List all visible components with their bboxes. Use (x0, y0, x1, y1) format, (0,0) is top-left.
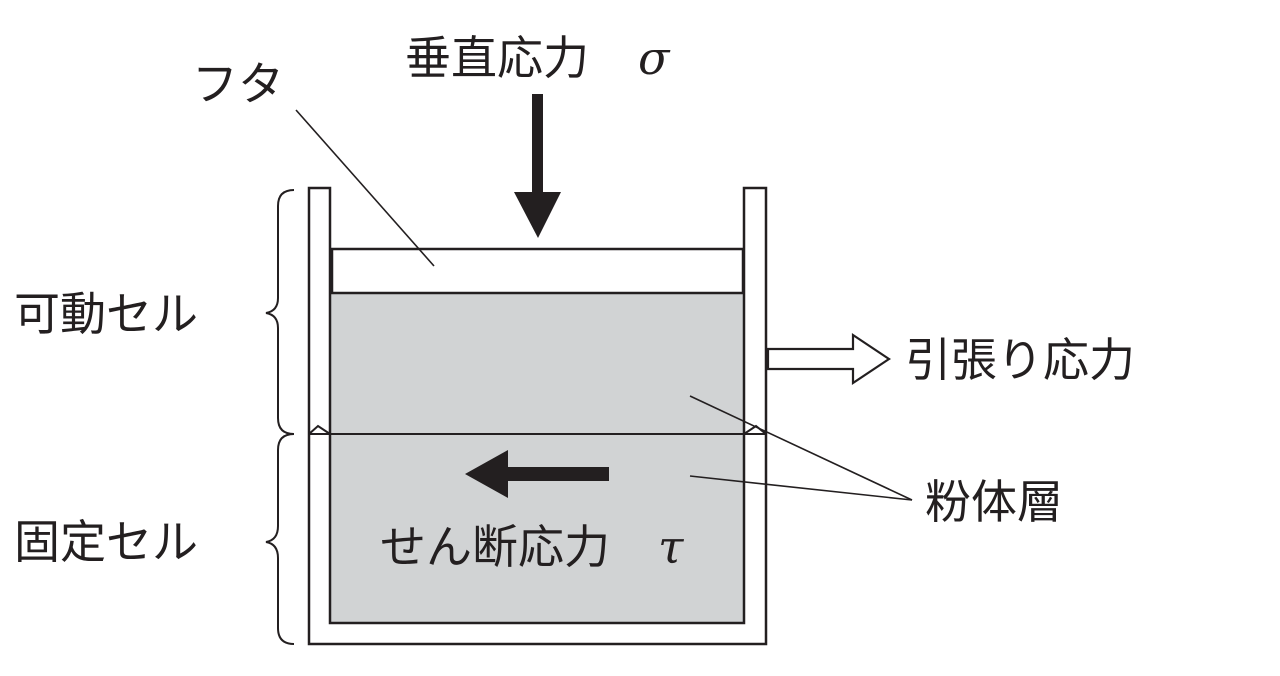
normal-stress-label: 垂直応力 (405, 31, 589, 85)
shear-stress-arrow (465, 450, 609, 498)
normal-stress-arrow (514, 94, 561, 238)
powder-layer-label: 粉体層 (925, 475, 1063, 529)
tensile-stress-label: 引張り応力 (905, 333, 1135, 387)
tensile-stress-arrow (766, 332, 891, 386)
lid (330, 247, 745, 295)
normal-stress-symbol: σ (638, 31, 671, 85)
shear-stress-symbol: τ (658, 520, 685, 574)
lid-leader-line (295, 109, 435, 267)
cell-gap-left (308, 424, 331, 435)
cell-gap-right (743, 424, 767, 435)
powder-leader-line-upper (689, 395, 913, 501)
fixed-cell-wall (307, 434, 768, 646)
movable-cell-brace (265, 189, 295, 435)
shear-stress-label: せん断応力 (380, 520, 610, 574)
movable-cell-label: 可動セル (14, 287, 198, 341)
fixed-cell-label: 固定セル (14, 515, 198, 569)
movable-cell-wall (307, 186, 768, 434)
powder-leader-line-lower (689, 475, 913, 501)
powder-layer-fill (330, 293, 744, 623)
fixed-cell-brace (265, 433, 295, 645)
lid-label: フタ (192, 57, 284, 111)
